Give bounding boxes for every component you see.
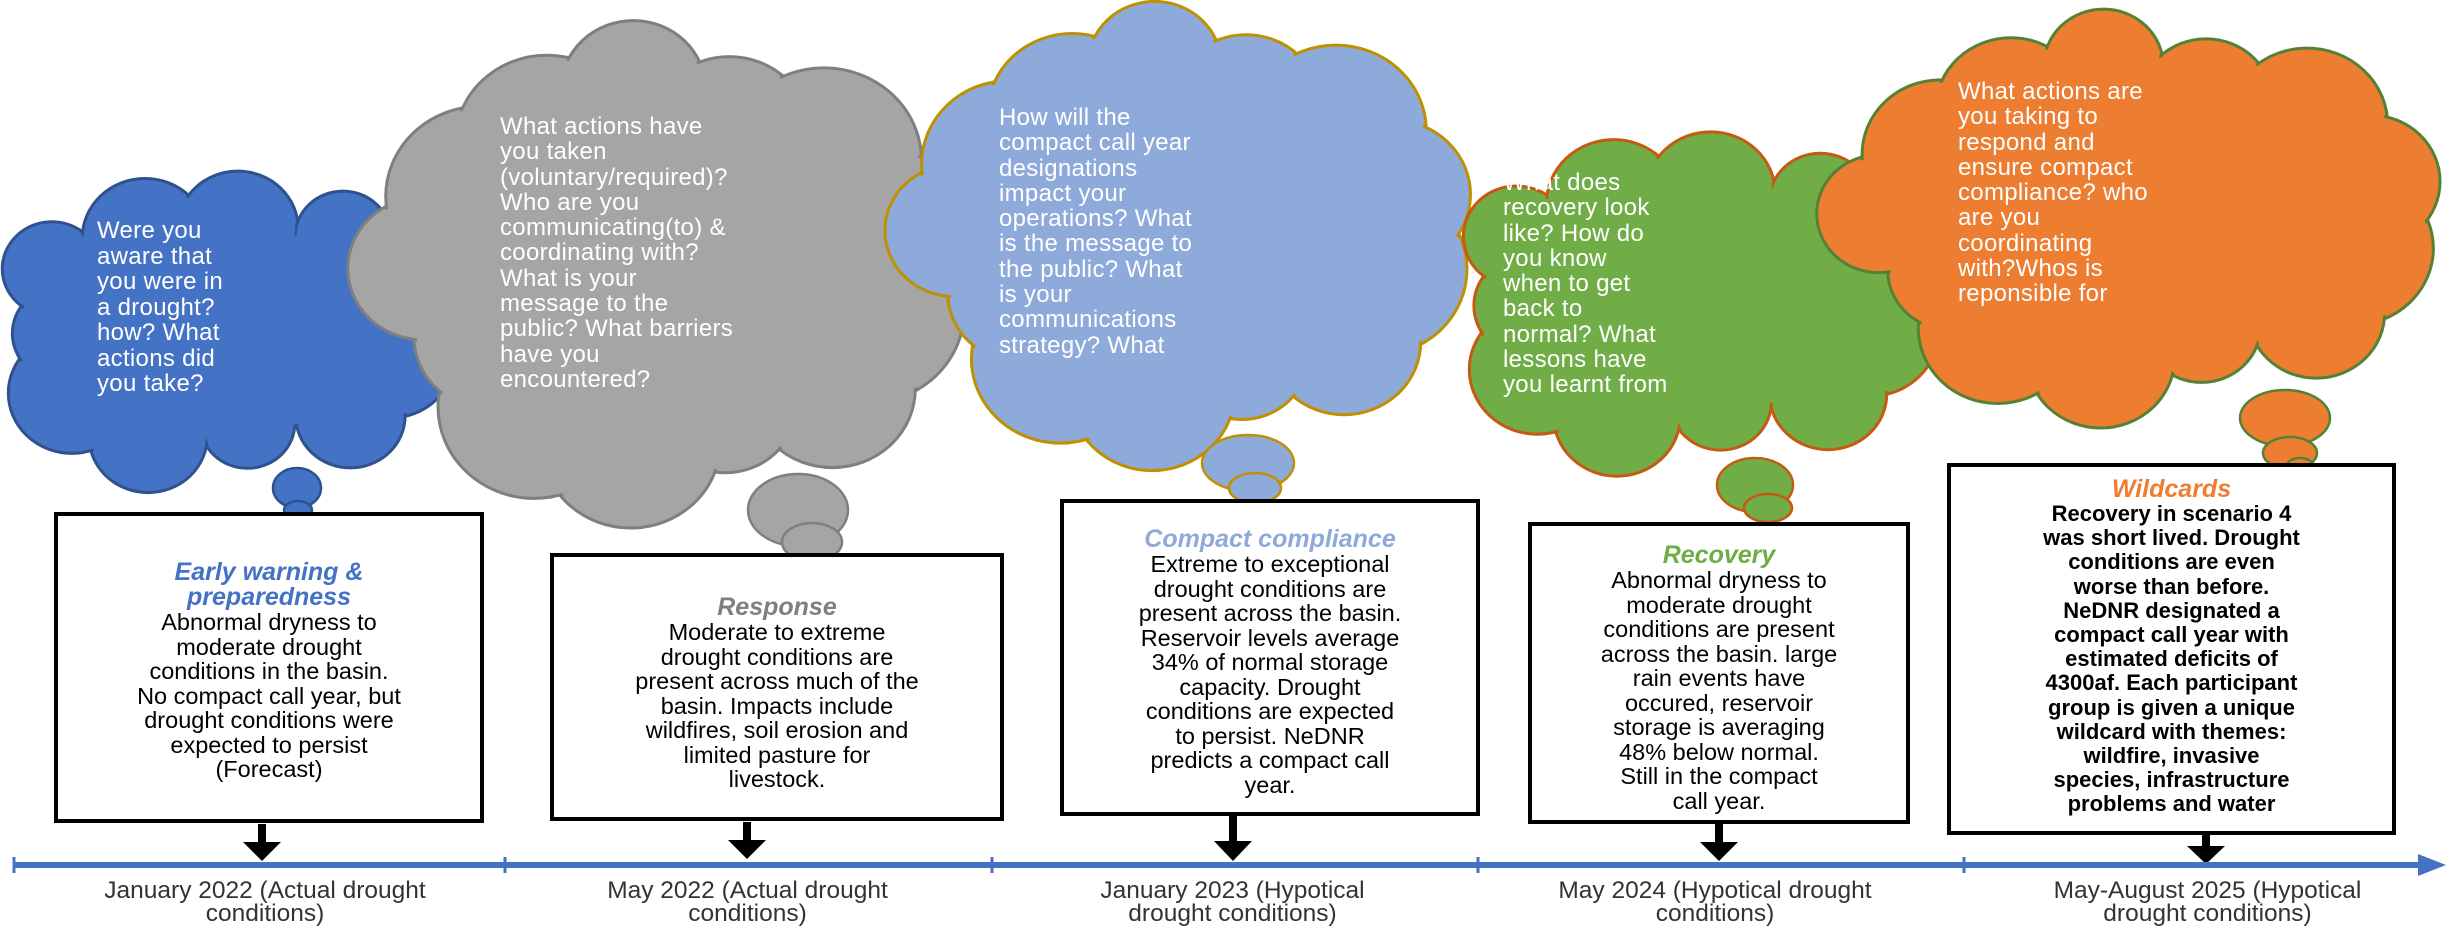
stage-box-wildcards: Wildcards Recovery in scenario 4 was sho…: [1947, 463, 2396, 835]
question-wildcards: What actions are you taking to respond a…: [1958, 78, 2148, 308]
down-arrow-icon: [728, 822, 766, 859]
thought-cloud-wildcards: [1815, 7, 2442, 430]
question-response: What actions have you taken (voluntary/r…: [500, 113, 734, 393]
stage-title-compact-compliance: Compact compliance: [1144, 525, 1396, 553]
thought-cloud-early-warning: [0, 169, 457, 495]
question-early-warning: Were you aware that you were in a drough…: [97, 217, 224, 397]
thought-cloud-response: [346, 19, 970, 530]
date-label-wildcards: May-August 2025 (Hypotical drought condi…: [2053, 877, 2362, 927]
date-label-early-warning: January 2022 (Actual drought conditions): [104, 877, 426, 927]
stage-box-compact-compliance: Compact compliance Extreme to exceptiona…: [1060, 499, 1480, 816]
stage-text-compact-compliance: Extreme to exceptional drought condition…: [1138, 551, 1402, 798]
stage-box-response: Response Moderate to extreme drought con…: [550, 553, 1004, 821]
date-label-response: May 2022 (Actual drought conditions): [607, 877, 888, 927]
stage-title-early-warning: Early warning & preparedness: [174, 558, 364, 611]
stage-box-recovery: Recovery Abnormal dryness to moderate dr…: [1528, 522, 1910, 824]
stage-title-response: Response: [717, 593, 837, 621]
down-arrow-icon: [1700, 824, 1738, 861]
stage-title-wildcards: Wildcards: [2111, 475, 2232, 503]
stage-text-response: Moderate to extreme drought conditions a…: [635, 619, 919, 792]
down-arrow-icon: [1214, 815, 1252, 861]
stage-title-recovery: Recovery: [1662, 541, 1776, 569]
down-arrow-icon: [2187, 834, 2225, 864]
date-label-compact-compliance: January 2023 (Hypotical drought conditio…: [1100, 877, 1365, 927]
question-compact-compliance: How will the compact call year designati…: [999, 104, 1193, 359]
timeline-arrow: [12, 854, 2446, 876]
stage-text-recovery: Abnormal dryness to moderate drought con…: [1600, 567, 1838, 814]
thought-bubble: [1742, 492, 1794, 524]
date-label-recovery: May 2024 (Hypotical drought conditions): [1558, 877, 1872, 927]
stage-box-early-warning: Early warning & preparedness Abnormal dr…: [54, 512, 484, 823]
stage-text-wildcards: Recovery in scenario 4 was short lived. …: [2043, 501, 2300, 817]
stage-text-early-warning: Abnormal dryness to moderate drought con…: [137, 609, 401, 782]
question-recovery: What does recovery look like? How do you…: [1503, 169, 1668, 399]
down-arrow-icon: [243, 824, 281, 861]
thought-cloud-compact-compliance: [883, 0, 1472, 473]
